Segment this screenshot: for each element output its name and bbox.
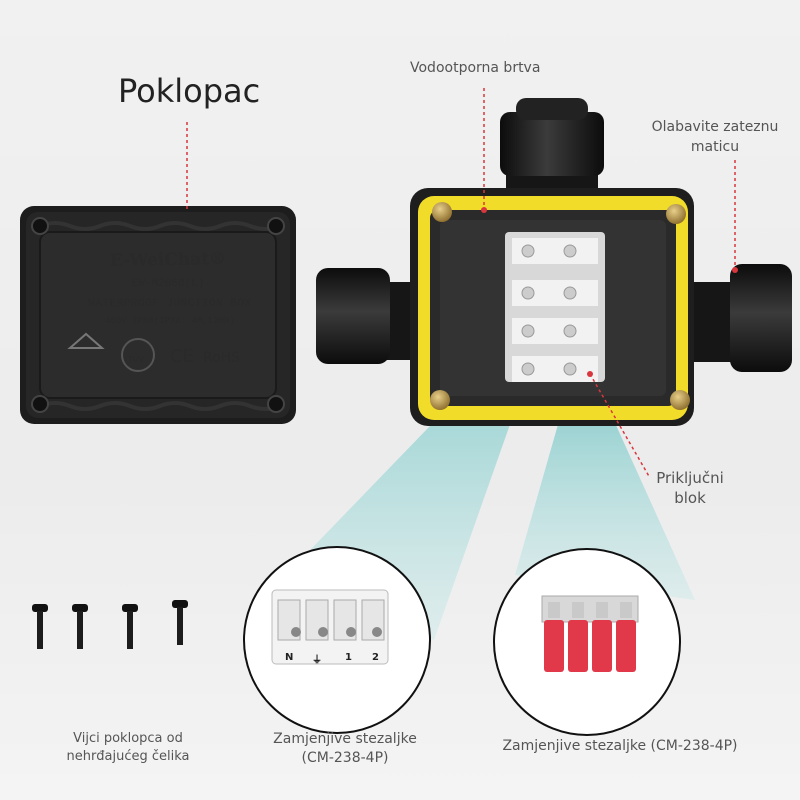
leader-block — [589, 373, 651, 479]
screws-label: Vijci poklopca od nehrđajućeg čelika — [66, 731, 190, 764]
lid-brand-text: E-WeiChat® — [109, 248, 227, 272]
rohs-mark: RoHS — [203, 350, 241, 366]
ce-mark: CE — [170, 346, 194, 367]
lid-spec-text: 450V IP68(IPX8: 4M,120H) — [105, 316, 235, 326]
terminal-label: 1 — [345, 652, 352, 663]
nut-label: Olabavite zateznu maticu — [651, 119, 779, 155]
red-clamps-label: Zamjenjive stezaljke (CM-238-4P) — [502, 738, 738, 754]
junction-box — [316, 98, 792, 426]
inset-red-clamps — [493, 548, 681, 736]
lid-model-text: EW-M2068(L) — [131, 278, 205, 290]
seal-label: Vodootporna brtva — [410, 60, 541, 76]
cover-lid — [20, 206, 296, 424]
inset-white-clamps — [243, 546, 431, 734]
terminal-label: ⏚ — [312, 655, 322, 666]
lid-screws — [32, 600, 188, 649]
lid-title-text: WATERPROOF JUNCTION BOX — [88, 298, 252, 310]
terminal-label: 2 — [372, 652, 379, 663]
screw-icon — [72, 604, 88, 649]
screw-icon — [32, 604, 48, 649]
screw-icon — [172, 600, 188, 645]
white-clamps-label: Zamjenjive stezaljke (CM-238-4P) — [273, 731, 417, 766]
cover-label: Poklopac — [118, 72, 261, 110]
terminal-block-label: Priključni blok — [656, 469, 724, 507]
screw-icon — [122, 604, 138, 649]
terminal-label: N — [285, 652, 294, 663]
tuv-mark: TÜV — [128, 355, 145, 364]
